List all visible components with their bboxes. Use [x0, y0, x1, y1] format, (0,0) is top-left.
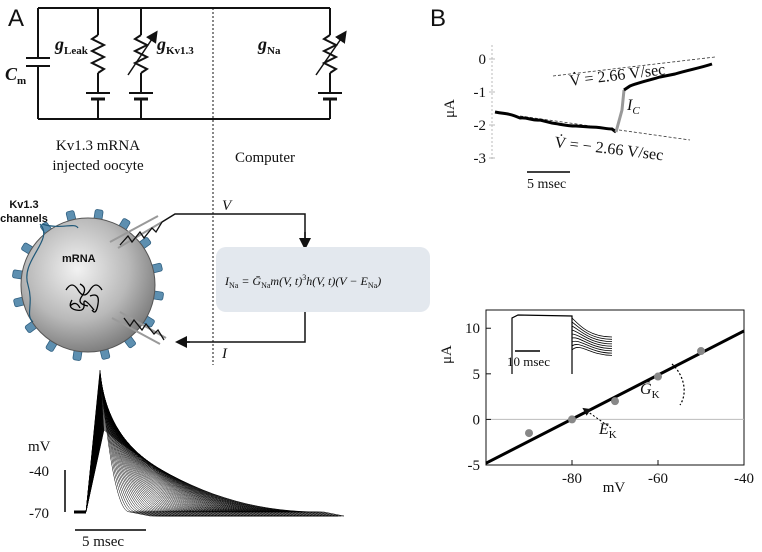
oocyte-cell: [20, 217, 156, 353]
iv-chart: -80 -60 -40 -5 0 5 10: [465, 309, 754, 487]
iv-xtick-label: -80: [562, 471, 582, 487]
panel-label-b: B: [430, 5, 446, 32]
panel-label-a: A: [8, 5, 24, 32]
ap-trace: [85, 429, 345, 517]
mrna-strands: [65, 283, 103, 313]
iv-ytick-label: 5: [473, 367, 481, 383]
circuit-diagram: [26, 7, 347, 365]
label-gkv13: gKv1.3: [156, 34, 194, 57]
label-cm: Cm: [5, 64, 26, 87]
iv-ytick-label: -5: [468, 458, 481, 474]
current-trace-plot: [489, 45, 716, 173]
iv-data-point: [654, 372, 662, 381]
ap-trace: [85, 420, 338, 517]
ap-trace: [85, 415, 338, 517]
iv-ytick-label: 10: [465, 321, 480, 337]
equation-box: [216, 247, 430, 312]
current-ylabel: μA: [442, 99, 458, 118]
ap-unit-label: mV: [28, 439, 51, 455]
oocyte-illustration: mRNA Kv1.3 channels: [0, 199, 164, 361]
action-potential-traces: [64, 369, 345, 531]
label-gleak: gLeak: [54, 34, 89, 57]
oocyte-caption-line2: injected oocyte: [52, 158, 144, 174]
ap-trace: [85, 391, 338, 517]
computer-caption: Computer: [235, 150, 295, 166]
electrodes: [109, 213, 311, 348]
iv-xtick-label: -40: [734, 471, 754, 487]
current-ytick-0: 0: [479, 52, 487, 68]
slope-down-annotation: V̇ = − 2.66 V/sec: [554, 133, 665, 164]
ap-scalebar-label: 5 msec: [82, 534, 124, 550]
voltage-signal-label: V: [222, 198, 233, 214]
current-ytick-3: -3: [474, 151, 487, 167]
inset-current-traces: [511, 314, 613, 374]
iv-ylabel: μA: [439, 345, 455, 364]
gk-annotation: ḠK: [640, 381, 660, 401]
iv-xlabel: mV: [603, 480, 626, 496]
label-gna: gNa: [257, 34, 281, 57]
oocyte-caption-line1: Kv1.3 mRNA: [56, 138, 140, 154]
ic-annotation: IC: [626, 97, 640, 117]
na-current-equation: INa = ḠNam(V, t)3h(V, t)(V − ENa): [224, 273, 381, 290]
ek-annotation: EK: [598, 421, 617, 441]
channels-label-line2: channels: [0, 213, 48, 225]
iv-data-point: [525, 429, 533, 438]
ap-tick-bottom: -70: [29, 506, 49, 522]
current-scalebar-label: 5 msec: [527, 177, 566, 192]
slope-up-annotation: V̇ = 2.66 V/sec: [568, 60, 666, 90]
iv-data-point: [611, 397, 619, 406]
iv-data-point: [697, 347, 705, 356]
channels-label-line1: Kv1.3: [9, 199, 38, 211]
iv-ytick-label: 0: [473, 412, 481, 428]
ap-tick-top: -40: [29, 464, 49, 480]
current-signal-label: I: [221, 346, 228, 362]
iv-xtick-label: -60: [648, 471, 668, 487]
mrna-label: mRNA: [62, 253, 96, 265]
current-ytick-1: -1: [474, 85, 487, 101]
inset-scalebar-label: 10 msec: [507, 354, 550, 369]
current-ytick-2: -2: [474, 118, 487, 134]
iv-plot-frame: [485, 309, 745, 466]
iv-data-point: [568, 415, 576, 424]
